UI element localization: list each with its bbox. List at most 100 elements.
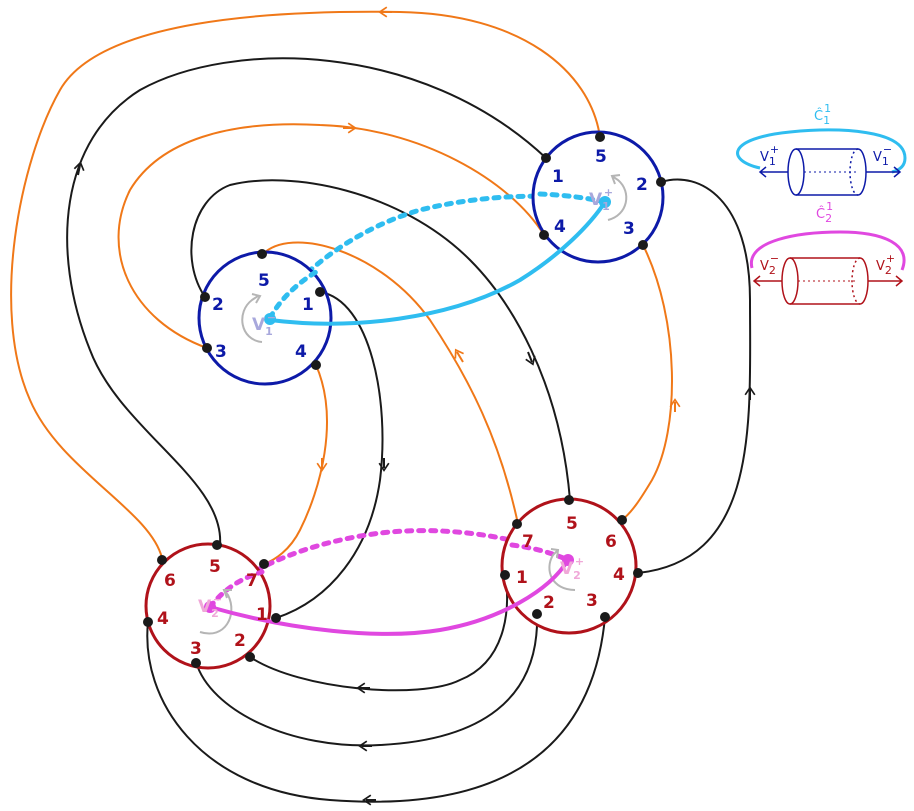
orange-arc-inner (261, 241, 519, 525)
point (245, 652, 255, 662)
point (259, 559, 269, 569)
red-right-label-4: 4 (613, 565, 625, 585)
legend-c1-cylinder-body (796, 148, 858, 196)
rotation-arrow-red-left (199, 589, 233, 635)
blue-left-label-3: 3 (215, 342, 227, 362)
point (157, 555, 167, 565)
point (600, 612, 610, 622)
vertex-dot-v2-plus (562, 554, 574, 566)
red-right-label-2: 2 (543, 593, 555, 613)
black-curves (66, 57, 756, 806)
rotation-arrow-blue-left (241, 295, 263, 343)
black-arc-center (275, 291, 384, 619)
legend-c1-loop (736, 128, 907, 174)
black-arc-right (637, 178, 752, 574)
point (257, 249, 267, 259)
legend-c2-right-label: V2+ (876, 252, 895, 277)
blue-disk-right (531, 130, 665, 264)
legend-c2-cylinder-body (790, 257, 860, 305)
point (200, 292, 210, 302)
black-arc-low3 (146, 616, 606, 803)
legend-c1: Ĉ11 V1+ V1− (736, 102, 907, 196)
point (202, 343, 212, 353)
black-chevron (73, 161, 85, 176)
blue-right-label-4: 4 (554, 217, 566, 237)
point (271, 613, 281, 623)
red-right-label-5: 5 (566, 514, 578, 534)
red-left-label-7: 7 (246, 571, 258, 591)
point (500, 570, 510, 580)
point (656, 177, 666, 187)
point (595, 132, 605, 142)
black-arc-top (190, 179, 571, 501)
magenta-solid-path (209, 558, 570, 636)
orange-arc-left (263, 364, 328, 565)
rotation-arrow-blue-right (607, 175, 628, 221)
red-right-label-3: 3 (586, 591, 598, 611)
rotation-arrow-red-right-head (550, 548, 560, 559)
legend-c2-left-label: V2− (760, 252, 779, 277)
rotation-arrows (199, 174, 628, 635)
legend-c2-label: Ĉ21 (816, 200, 833, 225)
blue-right-label-5: 5 (595, 147, 607, 167)
orange-arc-outer (10, 10, 601, 559)
legend-c1-left-arrow (758, 166, 788, 178)
vertex-dot-v1-plus (599, 196, 611, 208)
orange-arc-mid (117, 123, 545, 349)
rotation-arrow-blue-right-head (610, 174, 621, 185)
red-left-label-2: 2 (234, 631, 246, 651)
red-left-label-1: 1 (256, 605, 268, 625)
blue-right-label-1: 1 (552, 167, 564, 187)
legend-c1-right-label: V1− (873, 143, 892, 168)
legend-c1-cylinder-left (787, 148, 805, 196)
blue-left-label-1: 1 (302, 295, 314, 315)
rotation-arrow-blue-left-head (251, 293, 262, 304)
black-chevron (525, 351, 536, 366)
legend-c2-cylinder-right-front (859, 257, 869, 305)
blue-left-label-5: 5 (258, 271, 270, 291)
red-left-label-5: 5 (209, 557, 221, 577)
red-right-label-7: 7 (522, 532, 534, 552)
point (541, 153, 551, 163)
legend-c1-right-arrow (866, 166, 902, 178)
blue-left-label-2: 2 (212, 295, 224, 315)
attachment-points (143, 132, 666, 668)
red-left-label-3: 3 (190, 639, 202, 659)
point (212, 540, 222, 550)
red-left-label-6: 6 (164, 571, 176, 591)
magenta-dotted-inner (207, 569, 265, 610)
vertex-dot-v2-minus (204, 601, 216, 613)
legend-c1-left-label: V1+ (760, 143, 779, 168)
point (191, 658, 201, 668)
point (532, 609, 542, 619)
legend-c2-right-arrow (868, 275, 904, 287)
cyan-dotted-inner (267, 269, 319, 321)
point (617, 515, 627, 525)
legend-c1-cylinder-right-front (857, 148, 867, 196)
vertex-label-v2-minus: V2− (198, 593, 222, 620)
point (564, 495, 574, 505)
vertex-label-v1-minus: V1− (252, 311, 276, 338)
red-right-label-1: 1 (516, 568, 528, 588)
blue-right-label-2: 2 (636, 175, 648, 195)
red-left-label-4: 4 (157, 609, 169, 629)
point (633, 568, 643, 578)
point (638, 240, 648, 250)
orange-curves (10, 6, 681, 565)
point (143, 617, 153, 627)
cyan-solid-path (269, 200, 607, 326)
vertex-dot-v1-minus (264, 313, 276, 325)
legend-c2-left-arrow (752, 275, 782, 287)
point (311, 360, 321, 370)
rotation-arrow-red-left-head (222, 589, 232, 599)
black-arc-low1 (249, 574, 509, 692)
red-right-label-6: 6 (605, 532, 617, 552)
legend-c2: Ĉ21 V2− V2+ (750, 200, 906, 305)
vertex-label-v2-plus: V2+ (560, 555, 584, 582)
point (315, 287, 325, 297)
rotation-arrow-red-right (548, 549, 576, 591)
legend-c2-cylinder-right-back (851, 257, 861, 305)
legend-c1-label: Ĉ11 (814, 102, 831, 127)
vertex-label-v1-plus: V1+ (589, 186, 613, 213)
